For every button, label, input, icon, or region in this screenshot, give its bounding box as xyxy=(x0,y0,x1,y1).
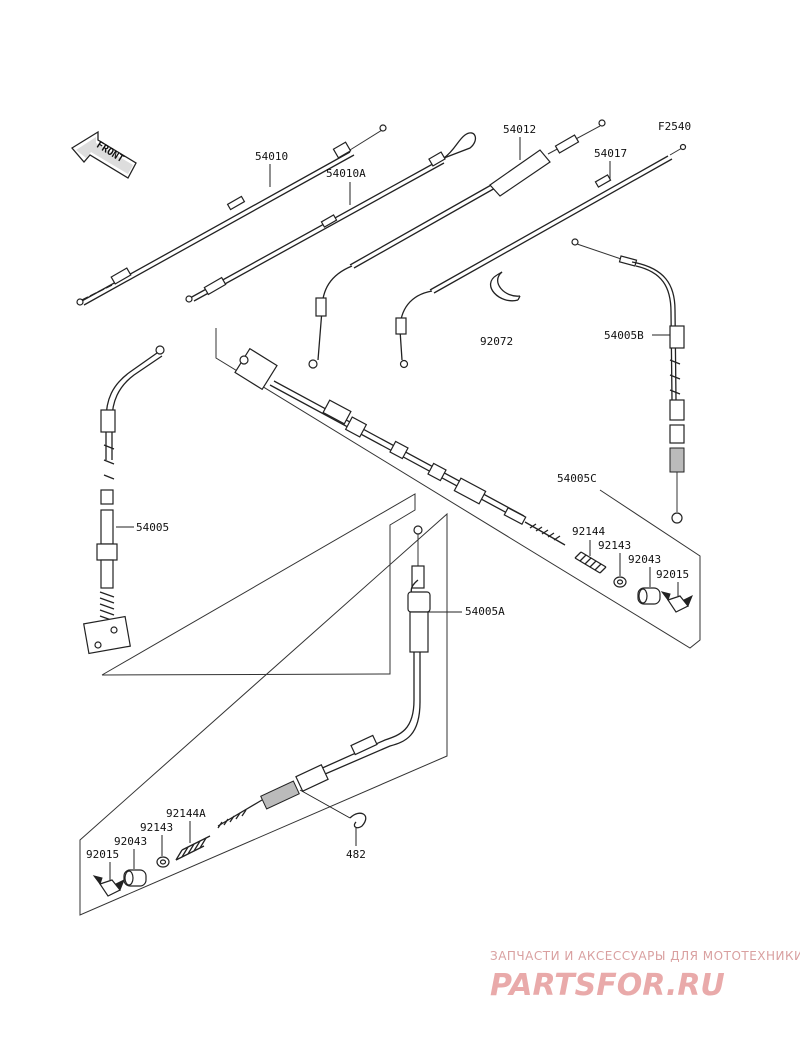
part-label-54010A: 54010A xyxy=(326,167,366,180)
washer-92143-lower xyxy=(156,856,170,868)
callout-box-54005C xyxy=(215,328,701,649)
wingnut-92015-lower xyxy=(92,875,125,897)
part-label-54005C: 54005C xyxy=(557,472,597,485)
part-label-54017: 54017 xyxy=(594,147,627,160)
watermark-tagline: ЗАПЧАСТИ И АКСЕССУАРЫ ДЛЯ МОТОТЕХНИКИ xyxy=(490,949,800,963)
cable-54005C xyxy=(234,347,566,546)
part-label-92015-lower: 92015 xyxy=(86,848,119,861)
callout-box-54005A-lower xyxy=(79,512,448,916)
callout-box-54005A xyxy=(101,493,416,676)
part-label-92043-lower: 92043 xyxy=(114,835,147,848)
part-label-92143-lower: 92143 xyxy=(140,821,173,834)
nut-92043-upper xyxy=(637,587,661,605)
cable-54010A xyxy=(185,132,477,303)
part-label-54005B: 54005B xyxy=(604,329,644,342)
cable-54005 xyxy=(83,345,165,655)
clip-482 xyxy=(349,812,367,829)
part-label-92015-upper: 92015 xyxy=(656,568,689,581)
part-label-54012: 54012 xyxy=(503,123,536,136)
wingnut-92015-upper xyxy=(660,591,693,613)
part-label-54005: 54005 xyxy=(136,521,169,534)
washer-92143-upper xyxy=(613,576,627,588)
part-label-54005A: 54005A xyxy=(465,605,505,618)
watermark-logo: PARTSFOR.RU xyxy=(490,968,725,1003)
part-label-92143-upper: 92143 xyxy=(598,539,631,552)
nut-92043-lower xyxy=(123,869,147,887)
part-label-92144: 92144 xyxy=(572,525,605,538)
spring-92144A xyxy=(175,835,211,861)
figure-code: F2540 xyxy=(658,120,691,133)
part-label-54010: 54010 xyxy=(255,150,288,163)
cable-54017 xyxy=(395,143,687,369)
cable-54010 xyxy=(76,124,387,306)
part-label-482: 482 xyxy=(346,848,366,861)
spring-92144 xyxy=(574,551,607,574)
part-label-92043-upper: 92043 xyxy=(628,553,661,566)
cable-54012 xyxy=(308,119,606,369)
cable-54005A xyxy=(217,525,431,829)
front-arrow-icon: FRONT xyxy=(71,130,137,179)
part-label-92144A: 92144A xyxy=(166,807,206,820)
clamp-92072 xyxy=(490,271,521,302)
cable-54005B xyxy=(571,238,685,524)
part-label-92072: 92072 xyxy=(480,335,513,348)
